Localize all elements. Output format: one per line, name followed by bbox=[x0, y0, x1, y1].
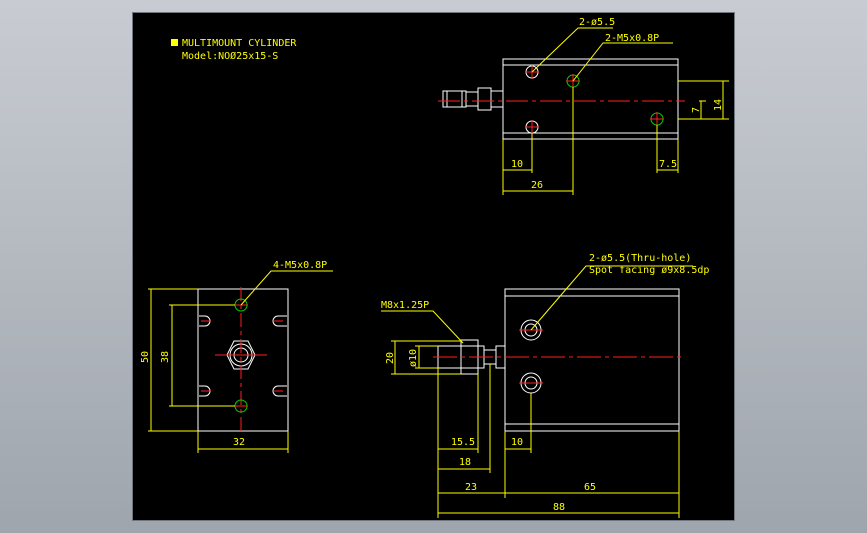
technical-drawing: MULTIMOUNT CYLINDER Model:NOØ25x15-S bbox=[140, 17, 729, 518]
dim-18: 18 bbox=[459, 457, 471, 468]
top-view-nut bbox=[477, 87, 492, 111]
dim-7: 7 bbox=[691, 107, 702, 113]
dim-50: 50 bbox=[140, 351, 151, 363]
dim-26: 26 bbox=[531, 180, 543, 191]
dim-rod-dia: ø10 bbox=[408, 349, 419, 367]
side-view: 2-ø5.5(Thru-hole) Spot facing ø9x8.5dp M… bbox=[381, 253, 709, 518]
dim-15-5: 15.5 bbox=[451, 437, 475, 448]
dim-20: 20 bbox=[385, 352, 396, 364]
dim-32: 32 bbox=[233, 437, 245, 448]
title-marker-icon bbox=[171, 39, 178, 46]
end-view-body bbox=[197, 288, 289, 432]
top-view-rod bbox=[490, 90, 504, 108]
dim-65: 65 bbox=[584, 482, 596, 493]
dim-23: 23 bbox=[465, 482, 477, 493]
end-view: 4-M5x0.8P 50 38 32 bbox=[140, 260, 333, 453]
drawing-title: MULTIMOUNT CYLINDER bbox=[182, 38, 297, 49]
dim-14: 14 bbox=[713, 99, 724, 111]
dim-7-5: 7.5 bbox=[659, 159, 677, 170]
model-number: Model:NOØ25x15-S bbox=[182, 50, 278, 62]
callout-tapped-hole-end: 4-M5x0.8P bbox=[273, 260, 327, 271]
dim-88: 88 bbox=[553, 502, 565, 513]
top-view: 2-ø5.5 2-M5x0.8P 14 7 10 bbox=[438, 17, 729, 195]
thread-callout: M8x1.25P bbox=[381, 300, 429, 311]
callout-counterbore-1: 2-ø5.5(Thru-hole) bbox=[589, 253, 691, 264]
dim-38: 38 bbox=[160, 351, 171, 363]
drawing-sheet[interactable]: MULTIMOUNT CYLINDER Model:NOØ25x15-S bbox=[132, 12, 735, 521]
dim-10-top: 10 bbox=[511, 159, 523, 170]
callout-counterbore-2: Spot facing ø9x8.5dp bbox=[589, 265, 709, 276]
dim-10-side: 10 bbox=[511, 437, 523, 448]
callout-tapped-hole: 2-M5x0.8P bbox=[605, 33, 659, 44]
callout-thru-hole: 2-ø5.5 bbox=[579, 17, 615, 28]
